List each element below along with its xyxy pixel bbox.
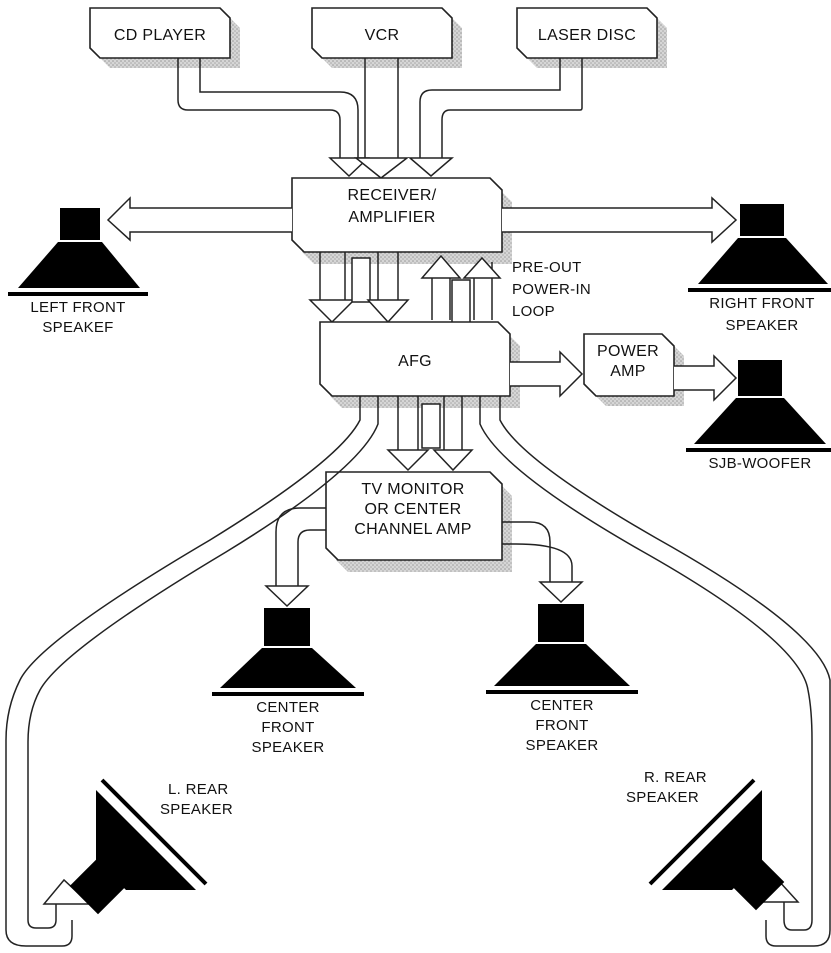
tv-label-3: CHANNEL AMP	[354, 521, 471, 538]
center-left-label-3: SPEAKER	[252, 739, 325, 756]
power-amp-subwoofer-arrow	[674, 354, 738, 402]
cd-player-label: CD PLAYER	[114, 27, 206, 44]
rear-right-speaker: R. REAR SPEAKER	[626, 769, 785, 911]
loop-label-2: POWER-IN	[512, 281, 591, 298]
afg-tv-links	[386, 396, 474, 472]
center-left-label-2: FRONT	[261, 719, 314, 736]
tv-center-links	[264, 507, 584, 608]
rear-right-label-2: SPEAKER	[626, 789, 699, 806]
center-right-label-2: FRONT	[535, 717, 588, 734]
power-amp-label-1: POWER	[597, 343, 659, 360]
tv-monitor-box: TV MONITOR OR CENTER CHANNEL AMP	[325, 471, 512, 572]
laser-disc-box: LASER DISC	[516, 7, 667, 68]
left-front-speaker: LEFT FRONT SPEAKEF	[8, 208, 148, 336]
rear-left-cable	[5, 396, 379, 947]
right-front-label-2: SPEAKER	[726, 317, 799, 334]
center-right-label-1: CENTER	[530, 697, 593, 714]
left-front-label-1: LEFT FRONT	[30, 299, 125, 316]
power-amp-box: POWER AMP	[583, 333, 684, 406]
tv-label-2: OR CENTER	[365, 501, 462, 518]
receiver-label-1: RECEIVER/	[348, 187, 437, 204]
rear-left-label-1: L. REAR	[168, 781, 228, 798]
right-front-speaker: RIGHT FRONT SPEAKER	[688, 204, 831, 334]
rear-left-speaker: L. REAR SPEAKER	[69, 778, 233, 915]
laser-disc-label: LASER DISC	[538, 27, 636, 44]
rear-left-label-2: SPEAKER	[160, 801, 233, 818]
afg-box: AFG	[319, 321, 520, 408]
loop-label-1: PRE-OUT	[512, 259, 582, 276]
right-front-label-1: RIGHT FRONT	[709, 295, 815, 312]
left-front-label-2: SPEAKEF	[42, 319, 113, 336]
afg-power-amp-arrow	[510, 350, 584, 398]
source-arrows	[177, 58, 583, 179]
tv-label-1: TV MONITOR	[361, 481, 464, 498]
subwoofer-speaker: SJB-WOOFER	[686, 360, 831, 472]
right-front-arrow	[502, 196, 738, 244]
receiver-label-2: AMPLIFIER	[348, 209, 435, 226]
center-right-label-3: SPEAKER	[526, 737, 599, 754]
center-left-label-1: CENTER	[256, 699, 319, 716]
receiver-afg-links	[308, 252, 502, 325]
rear-right-label-1: R. REAR	[644, 769, 707, 786]
subwoofer-label: SJB-WOOFER	[709, 455, 812, 472]
power-amp-label-2: AMP	[610, 363, 646, 380]
center-front-speaker-right: CENTER FRONT SPEAKER	[486, 604, 638, 754]
afg-label: AFG	[398, 353, 432, 370]
vcr-box: VCR	[311, 7, 462, 68]
loop-label-3: LOOP	[512, 303, 555, 320]
center-front-speaker-left: CENTER FRONT SPEAKER	[212, 608, 364, 756]
cd-player-box: CD PLAYER	[89, 7, 240, 68]
left-front-arrow	[106, 196, 292, 242]
vcr-label: VCR	[365, 27, 400, 44]
receiver-amplifier-box: RECEIVER/ AMPLIFIER	[291, 177, 512, 264]
